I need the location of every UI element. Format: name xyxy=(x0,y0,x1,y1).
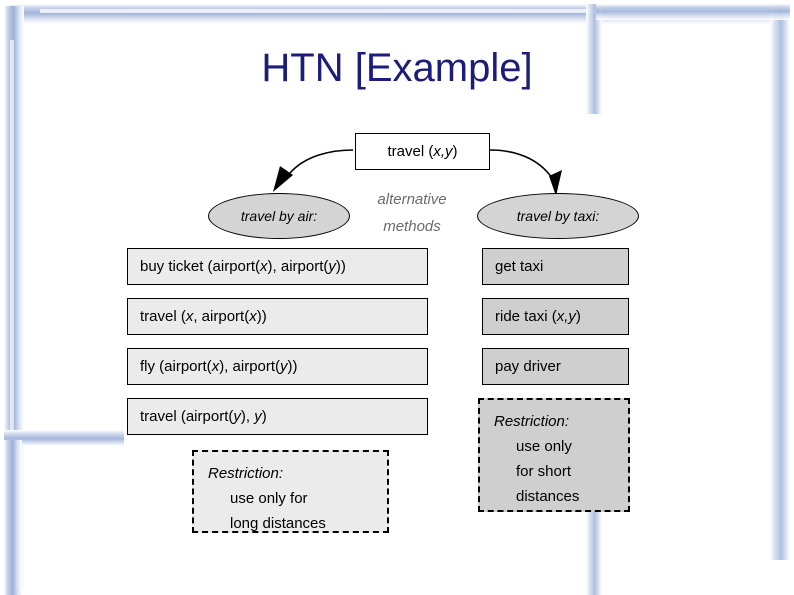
restriction-line: distances xyxy=(516,488,580,505)
root-task-label: travel (x,y) xyxy=(387,143,458,160)
method-node-travel-by-air[interactable]: travel by air: xyxy=(208,193,350,239)
method-label-taxi: travel by taxi: xyxy=(516,208,600,224)
alternative-methods-annotation: alternative methods xyxy=(352,186,472,240)
subtask-box-taxi-2[interactable]: ride taxi (x,y) xyxy=(482,298,629,335)
subtask-box-air-1[interactable]: buy ticket (airport(x), airport(y)) xyxy=(127,248,428,285)
subtask-label: buy ticket (airport(x), airport(y)) xyxy=(140,258,346,275)
restriction-title: Restriction: xyxy=(208,465,284,482)
subtask-label: travel (x, airport(x)) xyxy=(140,308,267,325)
arrow-to-taxi-path xyxy=(489,149,553,179)
subtask-label: travel (airport(y), y) xyxy=(140,408,267,425)
subtask-label: ride taxi (x,y) xyxy=(495,308,581,325)
method-node-travel-by-taxi[interactable]: travel by taxi: xyxy=(477,193,639,239)
restriction-line: use only for xyxy=(230,490,308,507)
subtask-label: get taxi xyxy=(495,258,544,275)
alt-line-2: methods xyxy=(383,218,441,235)
restriction-line: for short xyxy=(516,463,572,480)
restriction-note-air[interactable]: Restriction: use only for long distances xyxy=(192,450,389,533)
root-task-node[interactable]: travel (x,y) xyxy=(355,133,490,170)
restriction-note-taxi[interactable]: Restriction: use only for short distance… xyxy=(478,398,630,512)
subtask-label: fly (airport(x), airport(y)) xyxy=(140,358,298,375)
arrow-to-air-path xyxy=(289,149,354,174)
subtask-box-taxi-3[interactable]: pay driver xyxy=(482,348,629,385)
subtask-box-air-3[interactable]: fly (airport(x), airport(y)) xyxy=(127,348,428,385)
subtask-box-air-2[interactable]: travel (x, airport(x)) xyxy=(127,298,428,335)
subtask-box-air-4[interactable]: travel (airport(y), y) xyxy=(127,398,428,435)
subtask-label: pay driver xyxy=(495,358,561,375)
method-label-air: travel by air: xyxy=(240,208,318,224)
page-title: HTN [Example] xyxy=(261,46,533,90)
restriction-line: use only xyxy=(516,438,572,455)
restriction-title: Restriction: xyxy=(494,413,570,430)
restriction-line: long distances xyxy=(230,515,326,532)
arrow-to-air-head xyxy=(273,166,293,192)
alt-line-1: alternative xyxy=(377,191,447,208)
subtask-box-taxi-1[interactable]: get taxi xyxy=(482,248,629,285)
